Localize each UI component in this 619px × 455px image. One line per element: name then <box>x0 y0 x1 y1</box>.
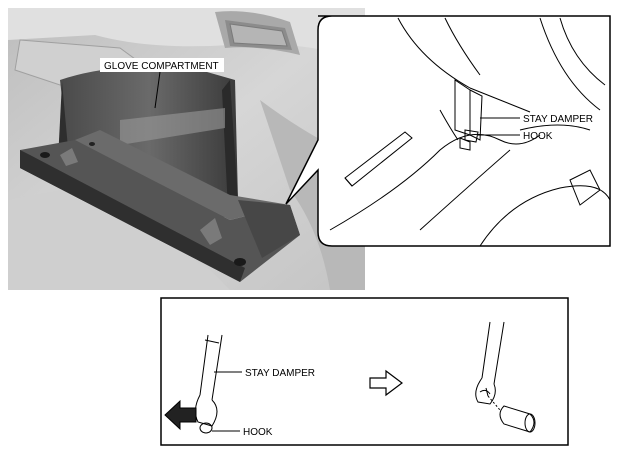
next-step-arrow-icon <box>369 369 403 397</box>
detail-callout <box>285 15 611 247</box>
hook-bottom-label: HOOK <box>243 427 273 438</box>
push-direction-arrow-icon <box>164 399 197 431</box>
glove-compartment-label: GLOVE COMPARTMENT <box>104 61 219 72</box>
glove-compartment-leader <box>154 71 161 109</box>
glove-compartment-photo <box>8 8 365 290</box>
stay-damper-bottom-label: STAY DAMPER <box>245 368 315 379</box>
stay-damper-label: STAY DAMPER <box>523 114 593 125</box>
hook-label: HOOK <box>523 131 553 142</box>
removal-procedure-panel <box>160 297 569 446</box>
